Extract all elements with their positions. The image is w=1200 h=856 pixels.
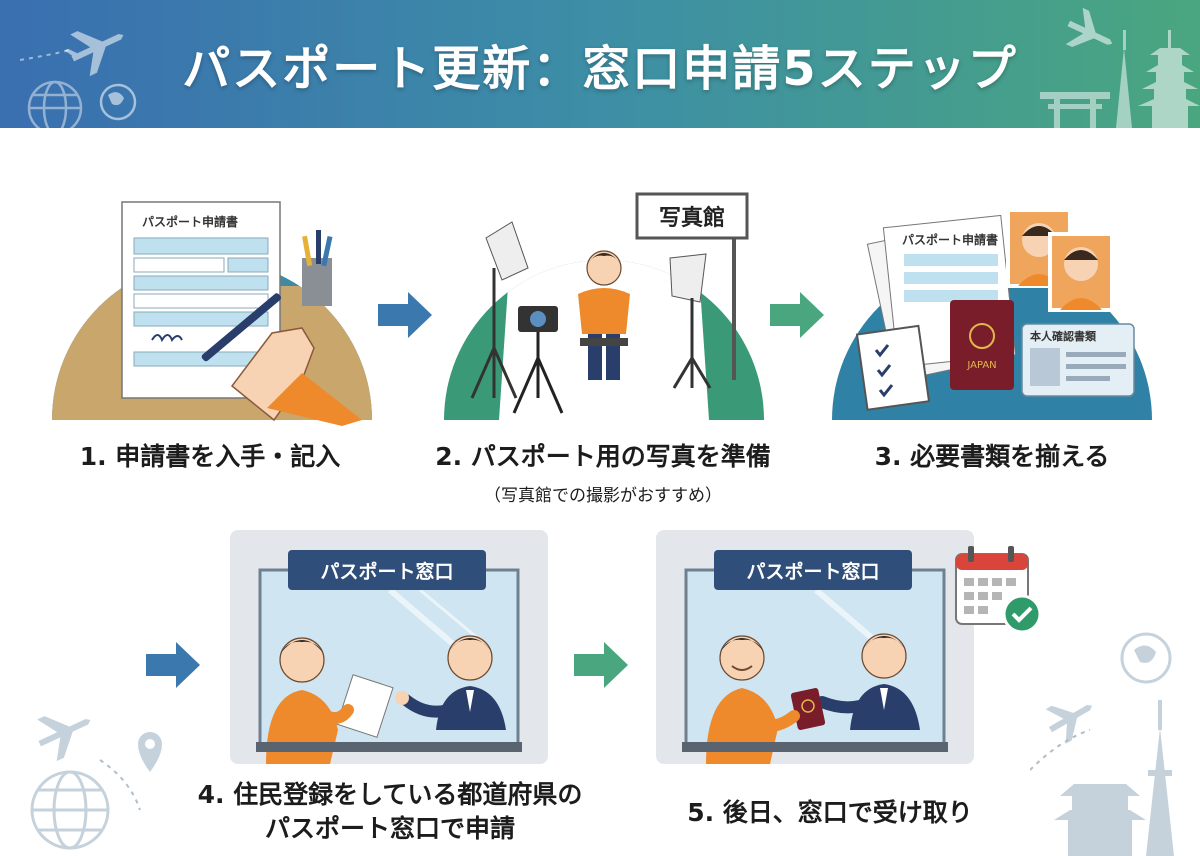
torii-gate-icon <box>1040 92 1110 128</box>
step-4-caption-line-1: 4. 住民登録をしている都道府県の <box>197 780 583 809</box>
passport-icon: JAPAN <box>950 300 1014 390</box>
calendar-check-icon <box>955 546 1042 634</box>
id-card-label: 本人確認書類 <box>1030 329 1097 343</box>
pagoda-icon <box>1138 30 1200 128</box>
studio-light <box>669 253 712 389</box>
hand-writing <box>201 293 362 426</box>
airplane-icon <box>37 716 91 762</box>
globe-icon <box>99 83 137 121</box>
id-card-icon: 本人確認書類 <box>1021 323 1135 397</box>
globe-icon <box>27 80 83 128</box>
airplane-icon <box>1065 7 1113 48</box>
map-pin-icon <box>138 732 162 772</box>
counter-sign-text: パスポート窓口 <box>320 560 453 583</box>
passport-icon <box>790 688 826 730</box>
passport-cover-text: JAPAN <box>966 360 996 371</box>
step-1-illustration: パスポート申請書 <box>52 201 372 426</box>
bottom-left-decoration <box>30 716 162 850</box>
step-4-caption-line-2: パスポート窓口で申請 <box>264 814 515 843</box>
pen-cup-icon <box>302 230 333 306</box>
step-3-caption: 3. 必要書類を揃える <box>874 442 1110 471</box>
staff-member <box>816 633 920 730</box>
camera-icon <box>512 306 564 414</box>
arrow-right-icon <box>146 642 200 688</box>
id-photo <box>1048 232 1114 312</box>
tower-icon <box>1146 700 1174 856</box>
temple-icon <box>1054 784 1146 856</box>
arrow-right-icon <box>378 292 432 338</box>
flight-path <box>19 49 71 61</box>
step-4-caption: 4. 住民登録をしている都道府県の パスポート窓口で申請 <box>170 778 610 846</box>
studio-light <box>470 221 529 399</box>
airplane-icon <box>64 31 124 77</box>
photo-studio-sign: 写真館 <box>635 192 749 380</box>
globe-icon <box>1120 632 1172 684</box>
step-2-caption: 2. パスポート用の写真を準備 <box>435 442 771 471</box>
form-title: パスポート申請書 <box>142 214 238 229</box>
counter-sign: パスポート窓口 <box>288 550 486 590</box>
counter-sign: パスポート窓口 <box>714 550 912 590</box>
staff-member <box>395 635 506 730</box>
step-3-illustration: パスポート申請書 JAPAN 本人確認書類 <box>832 208 1152 420</box>
step-1-caption: 1. 申請書を入手・記入 <box>79 442 341 471</box>
studio-sign-text: 写真館 <box>659 205 725 231</box>
banner-decoration <box>19 7 1200 128</box>
tower-icon <box>1116 30 1132 128</box>
person-being-photographed <box>578 250 630 380</box>
step-5-illustration: パスポート窓口 <box>656 530 974 764</box>
form-title: パスポート申請書 <box>902 232 998 247</box>
arrow-right-icon <box>770 292 824 338</box>
bottom-right-decoration <box>1030 632 1174 856</box>
airplane-icon <box>1045 705 1093 744</box>
counter-sign-text: パスポート窓口 <box>746 560 879 583</box>
step-2-illustration: 写真館 <box>444 192 764 420</box>
step-5-caption: 5. 後日、窓口で受け取り <box>687 798 973 827</box>
step-4-illustration: パスポート窓口 <box>230 530 548 764</box>
checklist-clipboard <box>855 324 931 411</box>
arrow-right-icon <box>574 642 628 688</box>
globe-icon <box>30 770 110 850</box>
step-2-subcaption: （写真館での撮影がおすすめ） <box>484 486 722 506</box>
page-title: パスポート更新：窓口申請5ステップ <box>182 41 1018 97</box>
title-banner: パスポート更新：窓口申請5ステップ <box>0 0 1200 128</box>
